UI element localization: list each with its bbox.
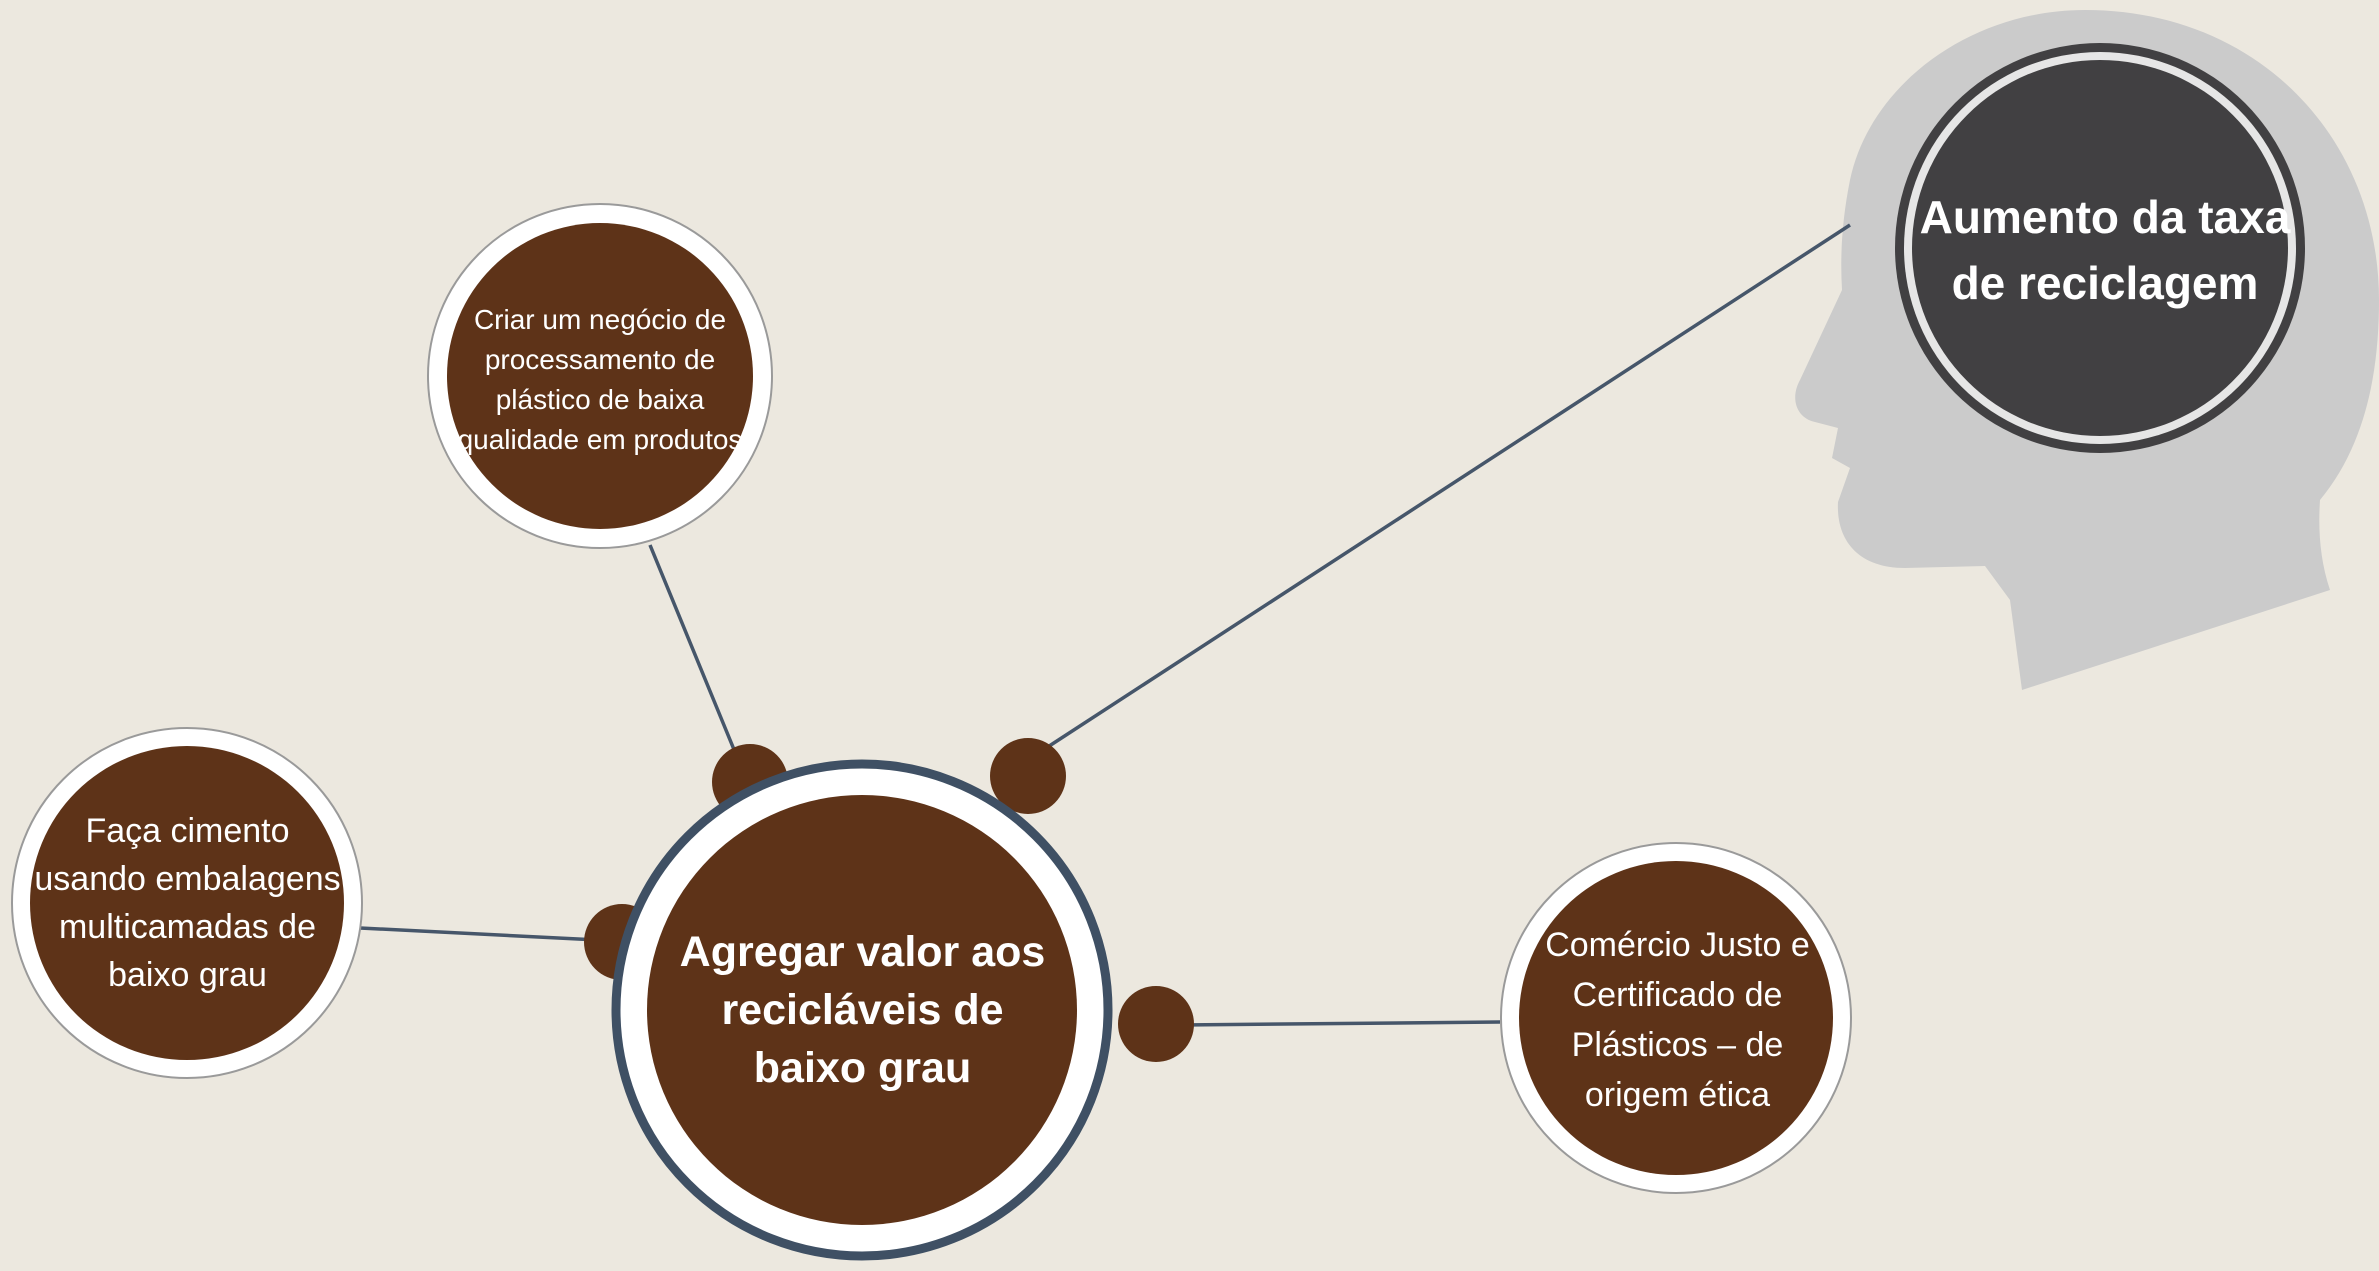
center-node-inner bbox=[647, 795, 1077, 1225]
connectors bbox=[359, 223, 1851, 1027]
center-node-label: Agregar valor aos recicláveis de baixo g… bbox=[665, 890, 1060, 1130]
node-faca-inner bbox=[30, 746, 344, 1060]
goal-node-inner bbox=[1912, 60, 2288, 436]
connector-faca bbox=[359, 926, 599, 942]
knob-right bbox=[1118, 986, 1194, 1062]
node-criar-inner bbox=[447, 223, 753, 529]
node-comercio bbox=[1500, 842, 1852, 1194]
node-comercio-inner bbox=[1519, 861, 1833, 1175]
knob-top-right bbox=[990, 738, 1066, 814]
node-comercio-label: Comércio Justo e Certificado de Plástico… bbox=[1520, 890, 1835, 1150]
connector-criar bbox=[648, 544, 737, 753]
goal-node-label: Aumento da taxa de reciclagem bbox=[1895, 140, 2315, 360]
node-criar-text: Criar um negócio de processamento de plá… bbox=[457, 304, 743, 455]
node-faca-text: Faça cimento usando embalagens multicama… bbox=[34, 812, 341, 994]
connector-comercio bbox=[1179, 1020, 1501, 1027]
goal-node bbox=[1895, 43, 2305, 453]
node-comercio-text: Comércio Justo e Certificado de Plástico… bbox=[1545, 926, 1810, 1114]
node-criar-label: Criar um negócio de processamento de plá… bbox=[455, 270, 745, 490]
node-faca bbox=[11, 727, 363, 1079]
center-node bbox=[611, 759, 1113, 1261]
node-criar bbox=[427, 203, 773, 549]
goal-node-text: Aumento da taxa de reciclagem bbox=[1919, 191, 2291, 309]
connector-goal bbox=[1039, 223, 1851, 754]
center-node-text: Agregar valor aos recicláveis de baixo g… bbox=[679, 928, 1046, 1092]
node-faca-label: Faça cimento usando embalagens multicama… bbox=[30, 788, 345, 1018]
